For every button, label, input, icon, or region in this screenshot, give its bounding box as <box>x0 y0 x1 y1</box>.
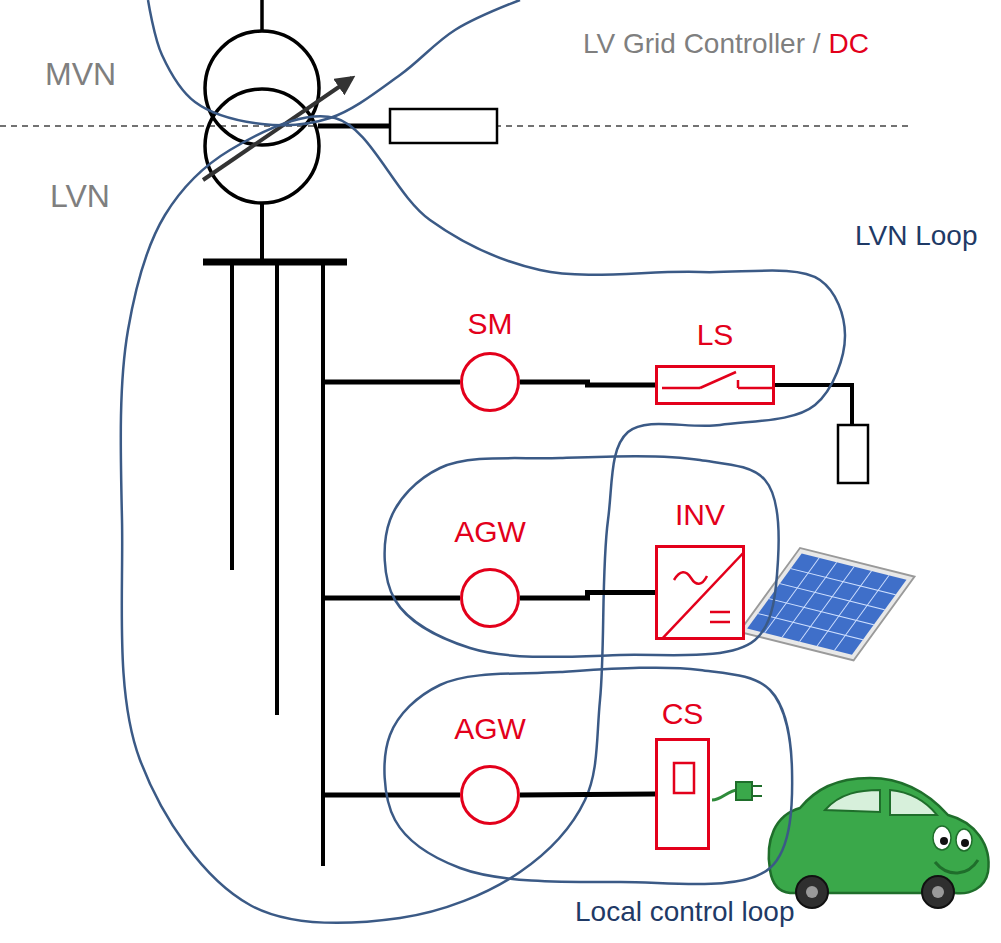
device-label: CS <box>662 699 704 729</box>
mv-loop-outline <box>148 0 520 125</box>
lvn-loop-outline <box>121 116 845 923</box>
device-label: AGW <box>454 714 526 744</box>
device-symbol <box>658 741 707 847</box>
device-label: LS <box>697 320 734 350</box>
local-loop-outline <box>384 668 792 884</box>
device-label: SM <box>468 309 513 339</box>
grid-controller-box <box>390 109 497 143</box>
branch-line <box>323 596 460 601</box>
device-label: INV <box>675 500 725 530</box>
loop-label: LVN Loop <box>855 222 977 250</box>
device-symbol <box>658 548 742 637</box>
charging-plug <box>736 782 762 800</box>
branch-line <box>323 380 460 385</box>
feeder-connector <box>520 382 655 385</box>
loop-label: Local control loop <box>575 898 794 926</box>
load-switch-box: LS <box>655 365 775 405</box>
device-symbol <box>658 368 772 402</box>
gateway-circle: AGW <box>460 568 520 628</box>
transformer-winding <box>205 89 319 203</box>
electric-car <box>769 778 989 908</box>
voltage-level-label: MVN <box>45 58 116 90</box>
charging-station-box: CS <box>655 738 710 850</box>
mv-feed-line <box>260 0 264 31</box>
branch-line <box>323 793 460 798</box>
solar-panel <box>739 548 914 660</box>
inverter-box: INV <box>655 545 745 640</box>
device-label: AGW <box>454 517 526 547</box>
local-loop-outline <box>385 456 779 657</box>
tap-changer-arrow <box>203 78 352 180</box>
controller-label: LV Grid Controller / <box>583 30 821 58</box>
lv-feed-line <box>260 203 264 262</box>
load-symbol <box>838 425 868 483</box>
feeder-connector <box>520 794 655 795</box>
charging-cable <box>712 790 738 800</box>
smart-meter-circle: SM <box>460 352 520 412</box>
feeder-line <box>275 262 279 715</box>
voltage-level-label: LVN <box>50 180 110 212</box>
feeder-line <box>230 262 234 570</box>
feeder-connector <box>520 593 655 599</box>
feeder-line <box>321 262 325 866</box>
controller-label: DC <box>829 30 869 58</box>
gateway-circle: AGW <box>460 765 520 825</box>
